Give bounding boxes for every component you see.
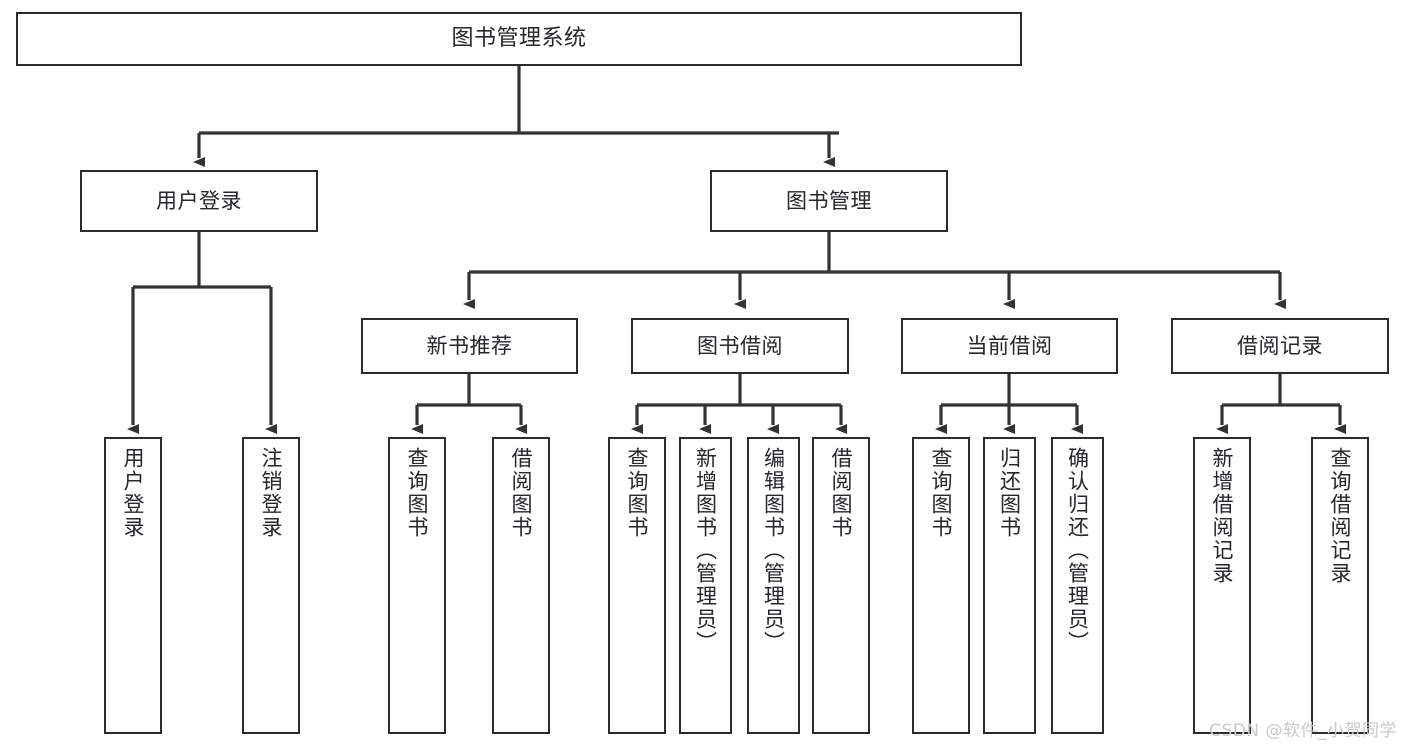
node-user-login[interactable]: 用户登录 bbox=[80, 170, 318, 232]
node-leaf-query-book-3[interactable]: 查询图书 bbox=[912, 437, 970, 734]
node-new-book-rec[interactable]: 新书推荐 bbox=[361, 318, 578, 374]
node-leaf-query-book-1[interactable]: 查询图书 bbox=[388, 437, 446, 734]
node-leaf-edit-book-label: 编辑图书（管理员） bbox=[761, 447, 786, 654]
node-leaf-borrow-book-2-label: 借阅图书 bbox=[829, 447, 854, 539]
node-leaf-add-record-label: 新增借阅记录 bbox=[1210, 447, 1235, 585]
node-leaf-edit-book[interactable]: 编辑图书（管理员） bbox=[747, 437, 800, 734]
node-new-book-rec-label: 新书推荐 bbox=[426, 333, 513, 358]
node-leaf-user-login-label: 用户登录 bbox=[121, 447, 146, 539]
node-book-manage-label: 图书管理 bbox=[786, 188, 872, 213]
node-leaf-return-book-label: 归还图书 bbox=[997, 447, 1022, 539]
node-leaf-query-record-label: 查询借阅记录 bbox=[1328, 447, 1353, 585]
node-leaf-user-logout[interactable]: 注销登录 bbox=[242, 437, 300, 734]
csdn-watermark: CSDN @软件_小贺同学 bbox=[1209, 721, 1397, 741]
node-borrow-record[interactable]: 借阅记录 bbox=[1171, 318, 1389, 374]
node-book-borrow[interactable]: 图书借阅 bbox=[631, 318, 849, 374]
node-borrow-record-label: 借阅记录 bbox=[1237, 333, 1323, 358]
node-leaf-query-book-3-label: 查询图书 bbox=[929, 447, 954, 539]
node-current-borrow[interactable]: 当前借阅 bbox=[901, 318, 1118, 374]
node-leaf-add-book-label: 新增图书（管理员） bbox=[693, 447, 718, 654]
node-leaf-add-book[interactable]: 新增图书（管理员） bbox=[679, 437, 732, 734]
node-user-login-label: 用户登录 bbox=[156, 188, 242, 213]
node-book-borrow-label: 图书借阅 bbox=[697, 333, 783, 358]
node-leaf-user-login[interactable]: 用户登录 bbox=[104, 437, 162, 734]
node-leaf-confirm-return-label: 确认归还（管理员） bbox=[1065, 447, 1090, 654]
node-leaf-add-record[interactable]: 新增借阅记录 bbox=[1193, 437, 1251, 734]
node-leaf-borrow-book-2[interactable]: 借阅图书 bbox=[812, 437, 870, 734]
node-leaf-confirm-return[interactable]: 确认归还（管理员） bbox=[1051, 437, 1104, 734]
node-root-label: 图书管理系统 bbox=[451, 26, 587, 52]
node-leaf-borrow-book-1[interactable]: 借阅图书 bbox=[492, 437, 550, 734]
node-book-manage[interactable]: 图书管理 bbox=[710, 170, 948, 232]
node-leaf-return-book[interactable]: 归还图书 bbox=[983, 437, 1036, 734]
node-leaf-query-book-1-label: 查询图书 bbox=[405, 447, 430, 539]
node-leaf-query-record[interactable]: 查询借阅记录 bbox=[1311, 437, 1369, 734]
node-leaf-user-logout-label: 注销登录 bbox=[259, 447, 284, 539]
node-leaf-query-book-2[interactable]: 查询图书 bbox=[608, 437, 666, 734]
node-root[interactable]: 图书管理系统 bbox=[16, 12, 1022, 66]
node-leaf-query-book-2-label: 查询图书 bbox=[625, 447, 650, 539]
node-current-borrow-label: 当前借阅 bbox=[966, 333, 1053, 358]
node-leaf-borrow-book-1-label: 借阅图书 bbox=[509, 447, 534, 539]
